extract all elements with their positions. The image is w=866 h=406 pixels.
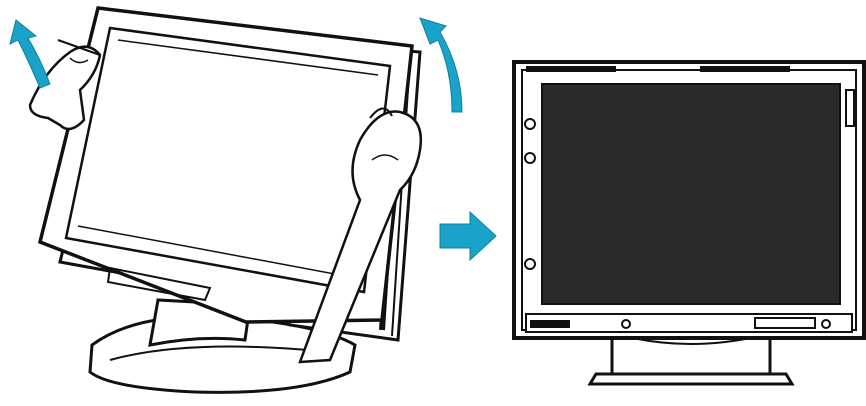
lcd-panel [542, 84, 840, 304]
curved-arrow-up-icon [420, 18, 462, 112]
mount-hole [525, 259, 535, 269]
curved-arrow-up-icon [10, 20, 50, 88]
mount-hole [525, 119, 535, 129]
monitor-being-lifted [10, 8, 462, 392]
right-arrow-icon [440, 212, 496, 260]
mount-hole [525, 153, 535, 163]
stand-base-right [590, 374, 792, 384]
monitor-bezel-removed [514, 62, 864, 384]
